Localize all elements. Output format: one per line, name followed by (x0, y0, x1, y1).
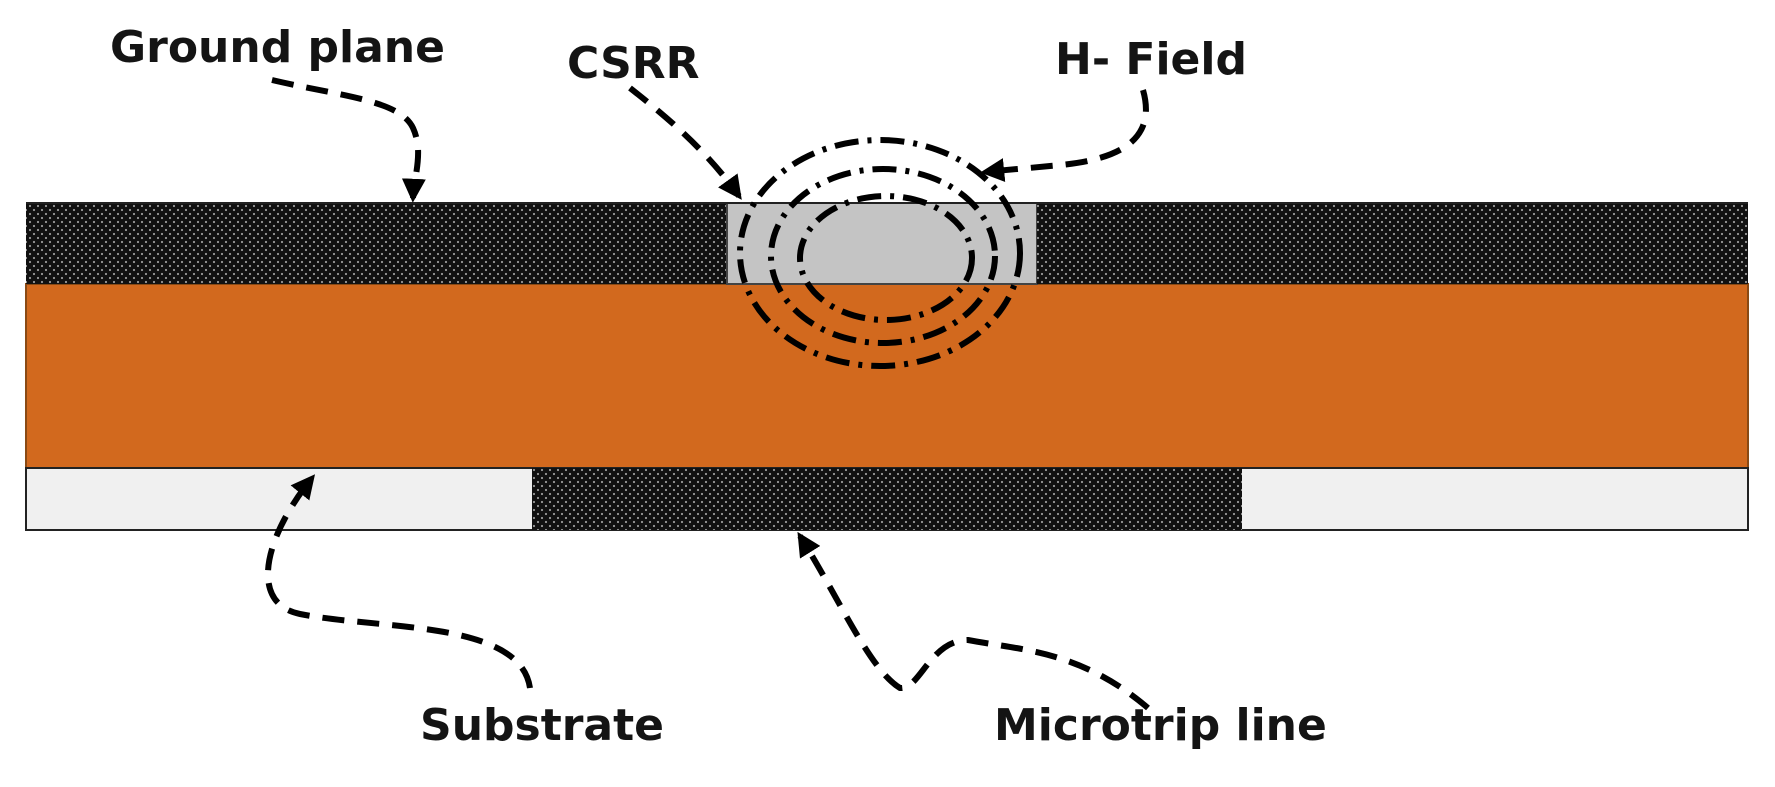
microstrip-line-leader-arrow (797, 531, 1150, 711)
h-field-leader-arrow (980, 89, 1149, 183)
h-field-loop-middle (768, 166, 998, 346)
h-field-label: H- Field (1055, 34, 1247, 85)
csrr-label: CSRR (567, 38, 700, 89)
substrate-layer (25, 283, 1749, 469)
microstrip-line-label: Microtrip line (994, 700, 1327, 751)
ground-plane-leader-arrow (271, 77, 426, 203)
h-field-loops (737, 137, 1023, 369)
ground-plane-right (1037, 203, 1748, 284)
microstrip-line-conductor (532, 468, 1242, 530)
substrate-leader-arrow (264, 474, 533, 689)
substrate-label: Substrate (420, 700, 664, 751)
h-field-loop-outer (737, 137, 1023, 369)
ground-plane-label: Ground plane (110, 22, 445, 73)
h-field-loop-inner (797, 193, 975, 323)
csrr-leader-arrow (628, 85, 742, 200)
ground-plane-left (26, 203, 727, 284)
